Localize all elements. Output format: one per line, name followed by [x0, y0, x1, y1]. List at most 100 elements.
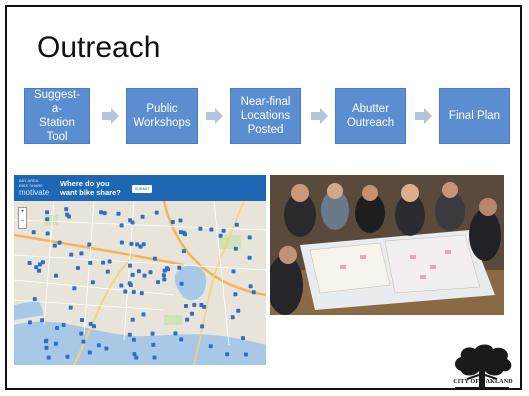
map-marker-icon[interactable] — [64, 207, 69, 212]
map-marker-icon[interactable] — [119, 240, 124, 245]
map-marker-icon[interactable] — [45, 217, 50, 222]
map-marker-icon[interactable] — [154, 210, 159, 215]
map-marker-icon[interactable] — [128, 263, 132, 268]
map-marker-icon[interactable] — [156, 280, 160, 285]
map-marker-icon[interactable] — [79, 331, 84, 336]
map-marker-icon[interactable] — [233, 292, 238, 297]
map-marker-icon[interactable] — [230, 315, 235, 320]
map-marker-icon[interactable] — [80, 318, 84, 322]
map-marker-icon[interactable] — [139, 291, 144, 296]
map-marker-icon[interactable] — [173, 331, 178, 336]
map-marker-icon[interactable] — [69, 252, 74, 257]
map-marker-icon[interactable] — [148, 270, 153, 275]
map-marker-icon[interactable] — [135, 242, 140, 247]
map-marker-icon[interactable] — [127, 281, 132, 286]
map-marker-icon[interactable] — [200, 324, 205, 329]
map-marker-icon[interactable] — [90, 280, 95, 285]
map-marker-icon[interactable] — [179, 337, 184, 342]
map-marker-icon[interactable] — [102, 211, 107, 216]
map-marker-icon[interactable] — [221, 228, 226, 233]
map-marker-icon[interactable] — [199, 303, 204, 307]
map-marker-icon[interactable] — [152, 355, 157, 360]
map-marker-icon[interactable] — [142, 273, 147, 278]
map-marker-icon[interactable] — [184, 304, 188, 308]
map-marker-icon[interactable] — [233, 246, 238, 251]
map-marker-icon[interactable] — [46, 355, 51, 360]
map-marker-icon[interactable] — [45, 210, 49, 215]
map-marker-icon[interactable] — [107, 259, 112, 264]
map-marker-icon[interactable] — [65, 212, 70, 217]
map-marker-icon[interactable] — [161, 273, 166, 278]
map-marker-icon[interactable] — [87, 242, 92, 247]
map-marker-icon[interactable] — [225, 352, 230, 357]
map-marker-icon[interactable] — [87, 350, 92, 355]
map-marker-icon[interactable] — [44, 345, 49, 350]
map-marker-icon[interactable] — [72, 286, 77, 291]
map-marker-icon[interactable] — [141, 312, 146, 317]
map-marker-icon[interactable] — [218, 233, 223, 238]
map-marker-icon[interactable] — [251, 290, 256, 295]
map-marker-icon[interactable] — [129, 241, 134, 246]
zoom-out-icon[interactable]: − — [20, 218, 25, 224]
map-marker-icon[interactable] — [45, 231, 50, 236]
map-marker-icon[interactable] — [65, 354, 70, 359]
map-marker-icon[interactable] — [32, 297, 37, 302]
map-marker-icon[interactable] — [53, 341, 58, 346]
map-marker-icon[interactable] — [104, 346, 109, 351]
map-marker-icon[interactable] — [119, 223, 124, 228]
map-marker-icon[interactable] — [54, 273, 58, 278]
map-marker-icon[interactable] — [57, 240, 62, 245]
map-marker-icon[interactable] — [179, 281, 184, 286]
map-marker-icon[interactable] — [247, 255, 252, 260]
map-marker-icon[interactable] — [190, 311, 194, 316]
map-marker-icon[interactable] — [92, 324, 96, 329]
map-marker-icon[interactable] — [138, 244, 143, 249]
map-marker-icon[interactable] — [236, 308, 241, 313]
map-marker-icon[interactable] — [101, 260, 106, 265]
map-marker-icon[interactable] — [165, 266, 169, 271]
map-marker-icon[interactable] — [130, 272, 135, 277]
map-marker-icon[interactable] — [247, 235, 252, 240]
map-marker-icon[interactable] — [61, 322, 66, 327]
map-marker-icon[interactable] — [131, 337, 136, 342]
map-marker-icon[interactable] — [38, 262, 42, 267]
map-marker-icon[interactable] — [116, 211, 121, 216]
map-submit-button[interactable]: SUBMIT — [132, 185, 152, 193]
map-marker-icon[interactable] — [34, 265, 39, 270]
map-marker-icon[interactable] — [88, 322, 93, 326]
map-marker-icon[interactable] — [131, 290, 136, 294]
map-marker-icon[interactable] — [43, 339, 48, 344]
map-marker-icon[interactable] — [209, 227, 214, 232]
map-marker-icon[interactable] — [134, 355, 139, 360]
map-marker-icon[interactable] — [105, 269, 110, 274]
map-marker-icon[interactable] — [185, 317, 190, 322]
map-marker-icon[interactable] — [183, 232, 187, 237]
map-marker-icon[interactable] — [243, 352, 248, 357]
map-marker-icon[interactable] — [152, 256, 157, 261]
map-marker-icon[interactable] — [119, 283, 124, 288]
map-marker-icon[interactable] — [234, 222, 239, 227]
map-marker-icon[interactable] — [241, 336, 245, 341]
map-zoom-control[interactable]: + − — [18, 207, 27, 229]
map-marker-icon[interactable] — [192, 302, 197, 307]
map-marker-icon[interactable] — [208, 344, 213, 349]
map-marker-icon[interactable] — [96, 343, 101, 348]
map-marker-icon[interactable] — [248, 284, 253, 289]
map-marker-icon[interactable] — [151, 342, 156, 347]
map-marker-icon[interactable] — [178, 230, 183, 235]
map-marker-icon[interactable] — [81, 339, 86, 344]
map-marker-icon[interactable] — [150, 331, 155, 336]
map-marker-icon[interactable] — [140, 214, 145, 219]
map-marker-icon[interactable] — [130, 317, 135, 322]
map-marker-icon[interactable] — [141, 242, 146, 247]
map-marker-icon[interactable] — [68, 305, 73, 310]
map-marker-icon[interactable] — [31, 230, 36, 235]
map-marker-icon[interactable] — [99, 210, 104, 215]
map-marker-icon[interactable] — [40, 318, 45, 323]
map-marker-icon[interactable] — [55, 326, 59, 330]
map-marker-icon[interactable] — [178, 218, 183, 223]
map-marker-icon[interactable] — [198, 226, 203, 231]
map-marker-icon[interactable] — [28, 320, 32, 325]
map-marker-icon[interactable] — [128, 218, 133, 223]
map-marker-icon[interactable] — [79, 251, 84, 256]
